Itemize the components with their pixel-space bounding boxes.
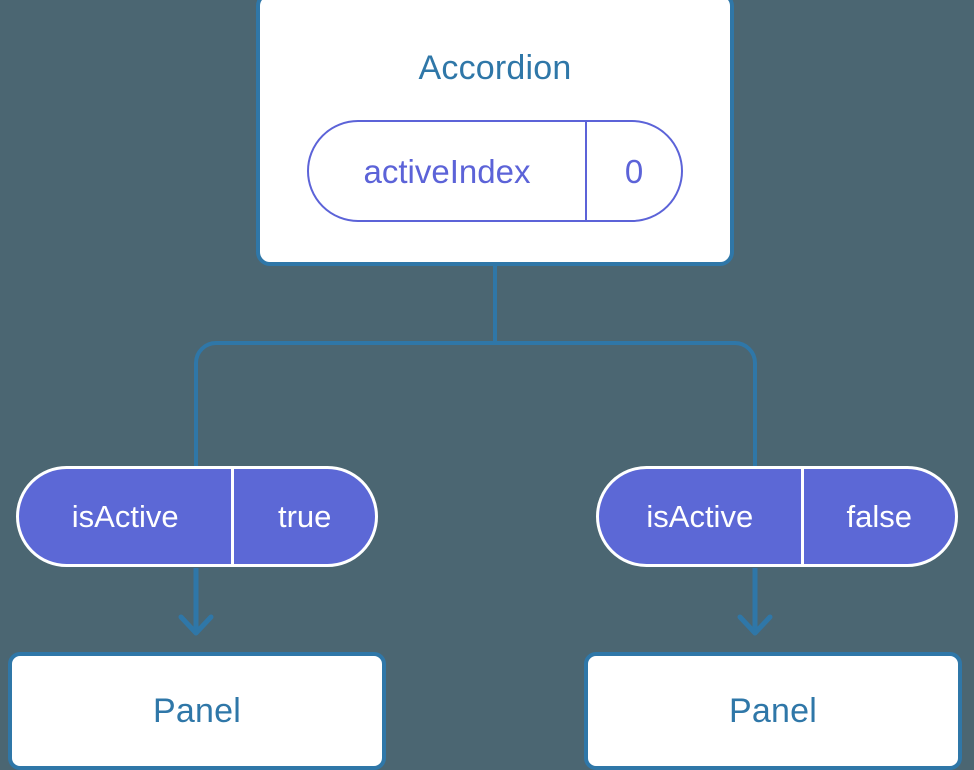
component-title-accordion: Accordion — [418, 49, 572, 87]
state-pill-key: activeIndex — [309, 122, 588, 220]
state-pill-value: false — [846, 499, 913, 534]
component-card-panel-left[interactable]: Panel — [8, 652, 386, 770]
state-pill-key: isActive — [19, 469, 235, 564]
state-pill-isactive-right[interactable]: isActive false — [596, 466, 958, 567]
state-pill-activeindex[interactable]: activeIndex 0 — [307, 120, 683, 222]
state-pill-isactive-left[interactable]: isActive true — [16, 466, 378, 567]
component-title-panel-right: Panel — [729, 692, 817, 730]
arrow-left-panel — [178, 568, 214, 636]
component-title-panel-left: Panel — [153, 692, 241, 730]
arrow-right-panel — [737, 568, 773, 636]
connector-branch-left — [194, 341, 495, 466]
component-card-panel-right[interactable]: Panel — [584, 652, 962, 770]
state-pill-value: true — [277, 499, 332, 534]
state-pill-key: isActive — [599, 469, 804, 564]
connector-branch-right — [495, 341, 757, 466]
state-pill-value: 0 — [624, 152, 644, 190]
